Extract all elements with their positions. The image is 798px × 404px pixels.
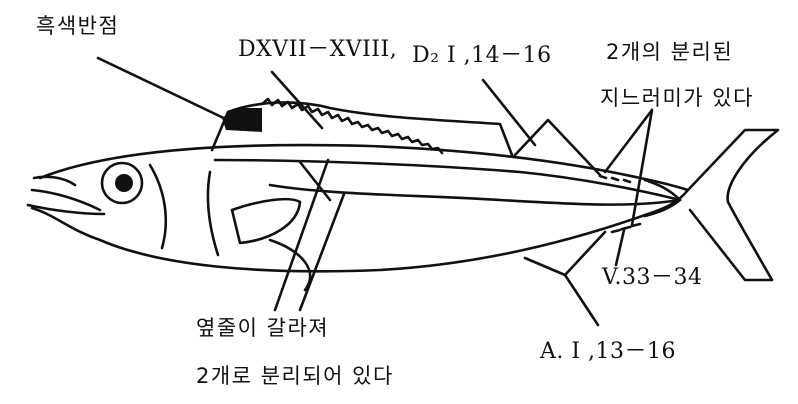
- eye-outer: [100, 161, 144, 205]
- first-dorsal-serrations: [260, 97, 444, 155]
- finlets-leader-1: [603, 108, 654, 174]
- black-spot-leader: [96, 56, 234, 124]
- label-second-dorsal: D₂ I ,14－16: [412, 43, 552, 68]
- finlets-top: [598, 174, 632, 184]
- label-lateral-line-1: 옆줄이 갈라져: [196, 316, 330, 340]
- label-anal: A. I ,13－16: [540, 339, 677, 364]
- anal-leader: [563, 273, 600, 327]
- pectoral-fin: [230, 197, 302, 245]
- lateral-line-lower: [268, 183, 682, 206]
- mouth: [26, 175, 106, 216]
- operculum-line: [148, 163, 168, 250]
- lateral-line-leader-1: [273, 158, 330, 312]
- fish-body-outline: [30, 143, 690, 273]
- caudal-fin: [686, 128, 780, 282]
- eye-pupil: [115, 174, 133, 192]
- second-dorsal-fin: [513, 118, 602, 177]
- second-dorsal-leader: [481, 78, 537, 147]
- lateral-branch: [298, 160, 332, 202]
- label-black-spot: 흑색반점: [36, 14, 120, 38]
- label-finlets-line1: 2개의 분리된: [606, 40, 734, 64]
- ventral-leader: [614, 228, 626, 267]
- finlets-leader-2: [630, 108, 654, 227]
- finlets-bottom: [610, 222, 642, 234]
- label-ventral: V.33－34: [602, 265, 703, 290]
- anal-fin: [523, 230, 607, 277]
- caudal-peduncle-line: [643, 178, 682, 218]
- label-first-dorsal: DXVII－XVIII,: [238, 37, 398, 62]
- lateral-line-upper: [213, 158, 682, 202]
- label-lateral-line-2: 2개로 분리되어 있다: [196, 364, 394, 388]
- label-finlets-line2: 지느러미가 있다: [600, 86, 754, 110]
- lateral-line-leader-2: [298, 192, 346, 312]
- black-spot: [222, 108, 262, 132]
- operculum-line-2: [206, 170, 220, 257]
- first-dorsal-fin: [210, 101, 514, 157]
- first-dorsal-leader: [270, 70, 324, 130]
